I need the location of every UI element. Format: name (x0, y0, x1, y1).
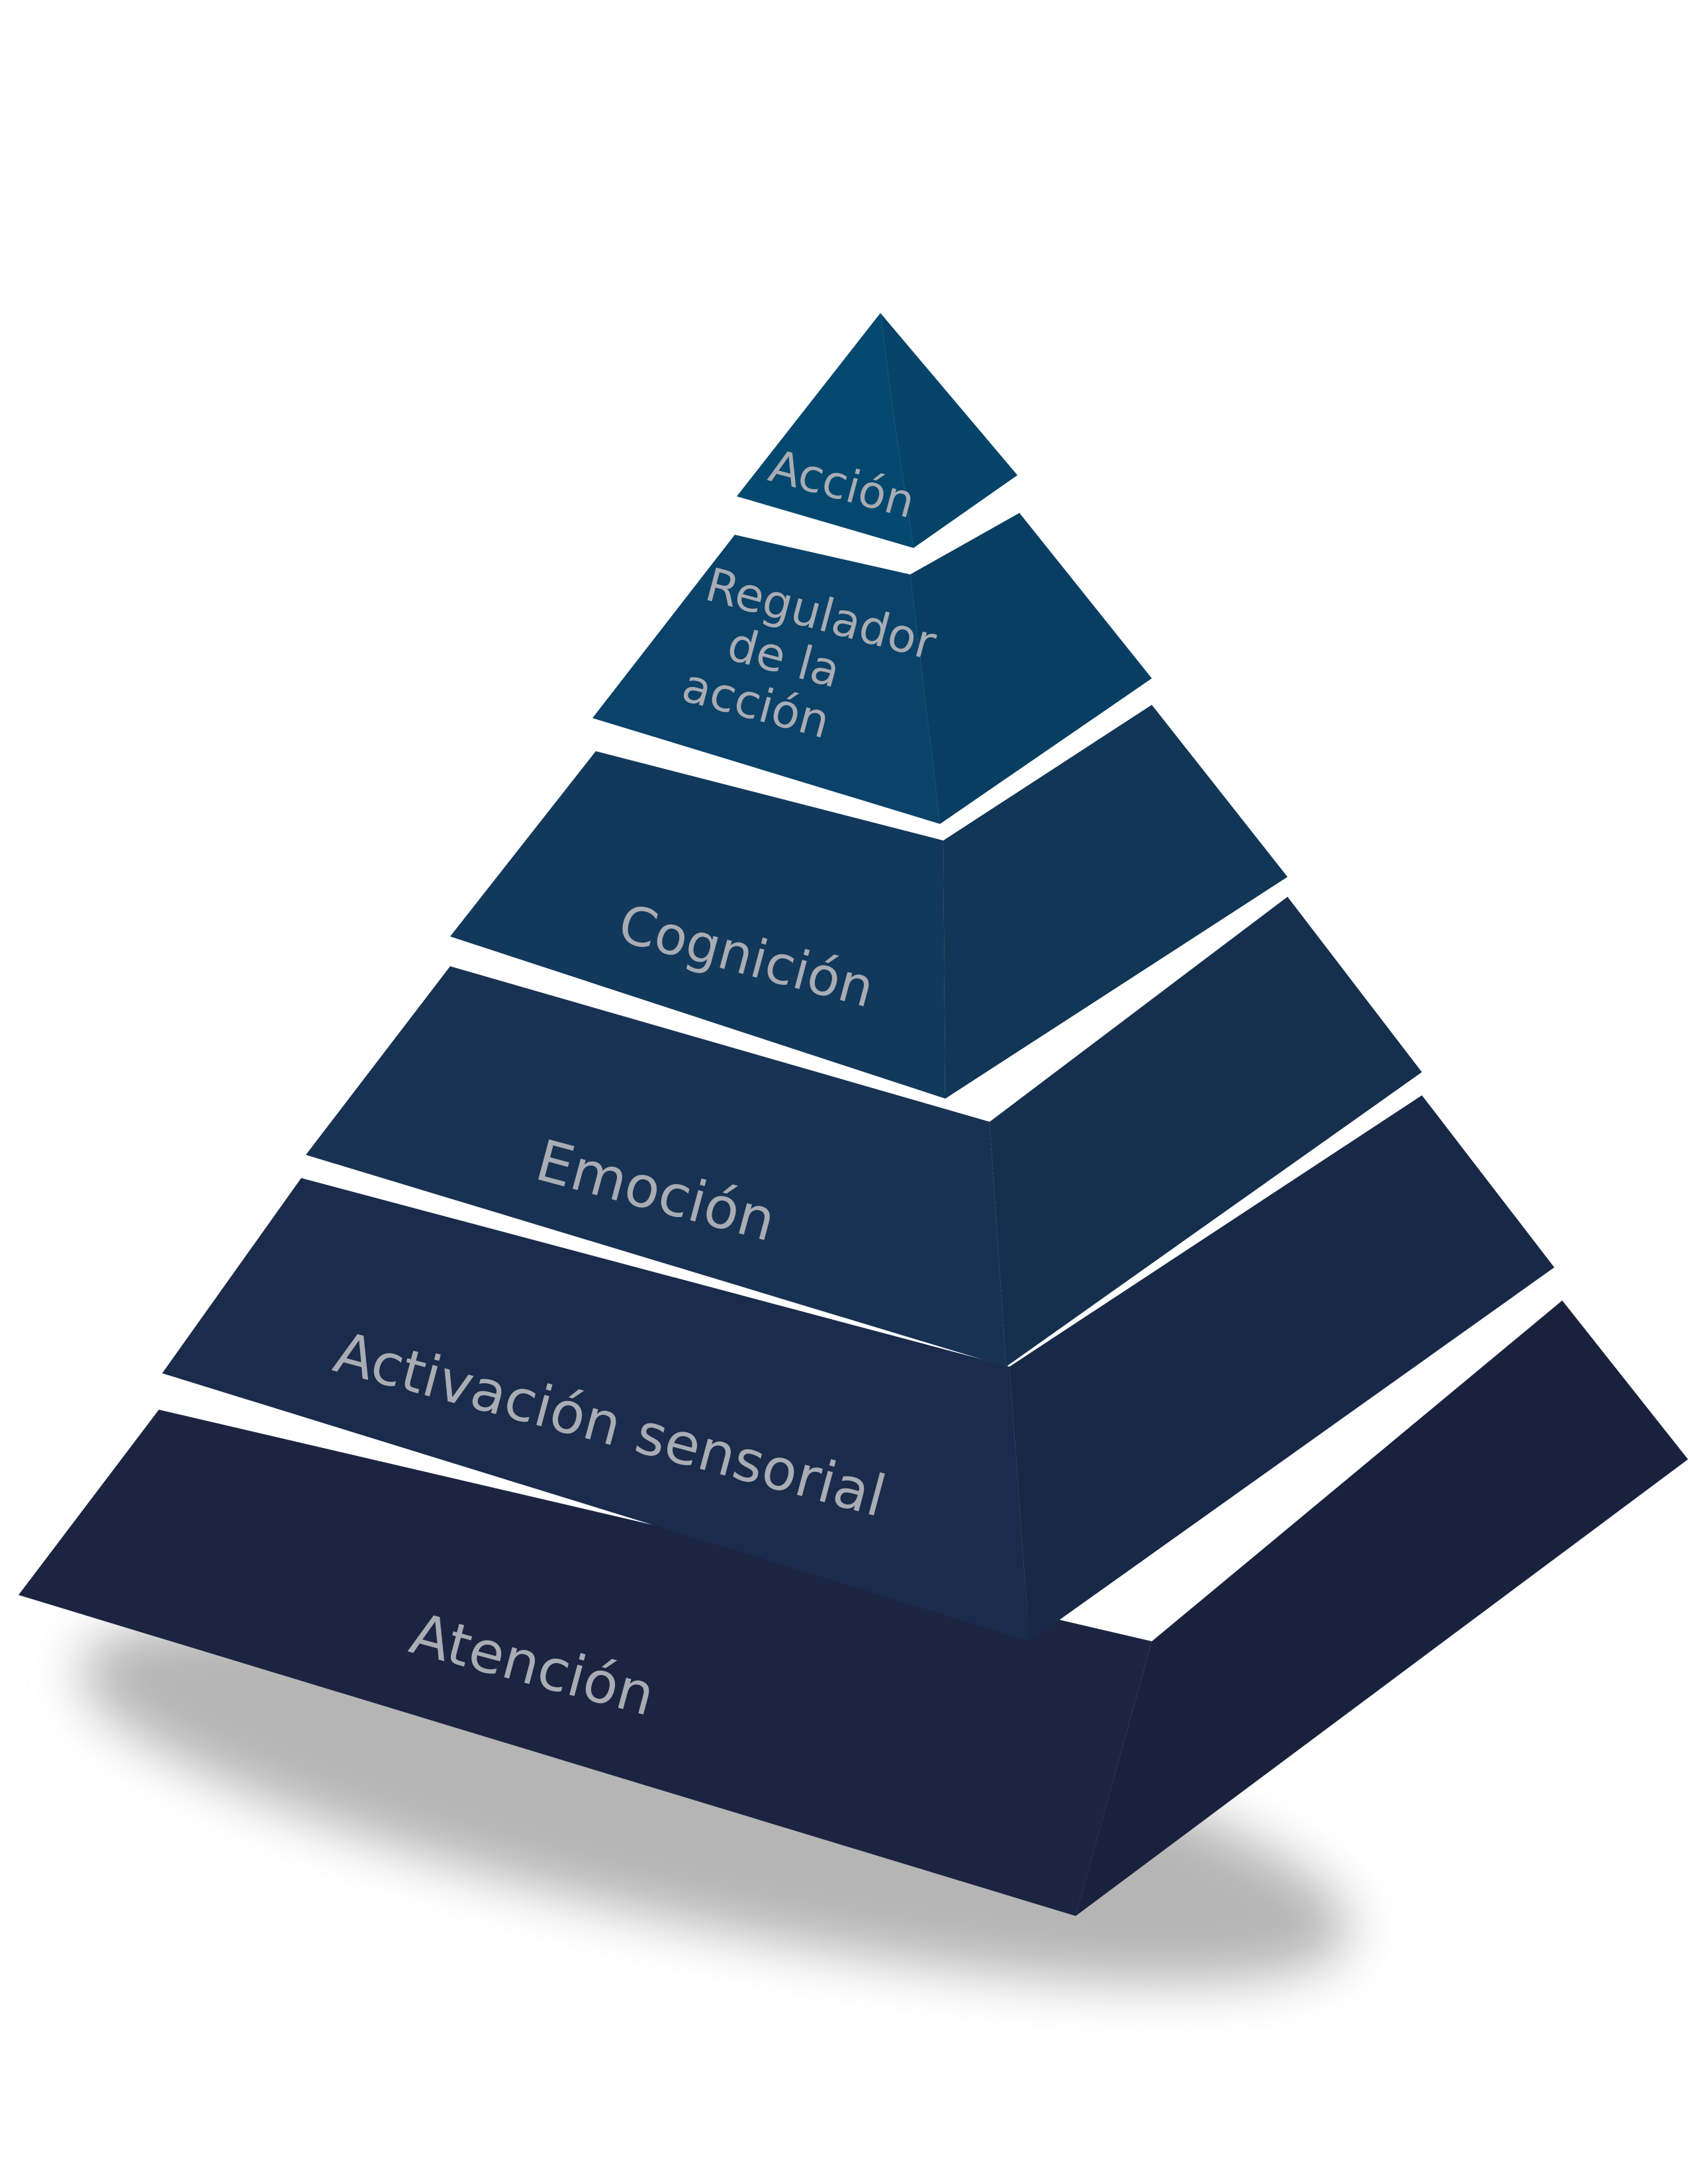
tier-activacion-front-face (162, 1178, 1029, 1641)
tier-cognicion-front-face (450, 751, 945, 1099)
tier-regulador-right-face (910, 513, 1152, 824)
tier-activacion-right-face (1009, 1095, 1554, 1641)
tier-emocion-front-face (306, 966, 1006, 1367)
tier-emocion: Emoción (306, 897, 1422, 1367)
tier-accion-front-face (737, 313, 914, 548)
tier-accion-right-face (880, 313, 1017, 548)
tier-regulador: Regulador de la acción (592, 513, 1152, 824)
tier-regulador-front-face (592, 535, 940, 824)
tier-emocion-right-face (990, 897, 1422, 1367)
tier-cognicion-right-face (943, 705, 1288, 1099)
tier-accion: Acción (737, 313, 1017, 548)
tier-atencion: Atención (19, 1300, 1688, 1916)
tier-cognicion: Cognición (450, 705, 1288, 1099)
tier-atencion-right-face (1076, 1300, 1688, 1916)
tier-atencion-front-face (19, 1410, 1152, 1916)
